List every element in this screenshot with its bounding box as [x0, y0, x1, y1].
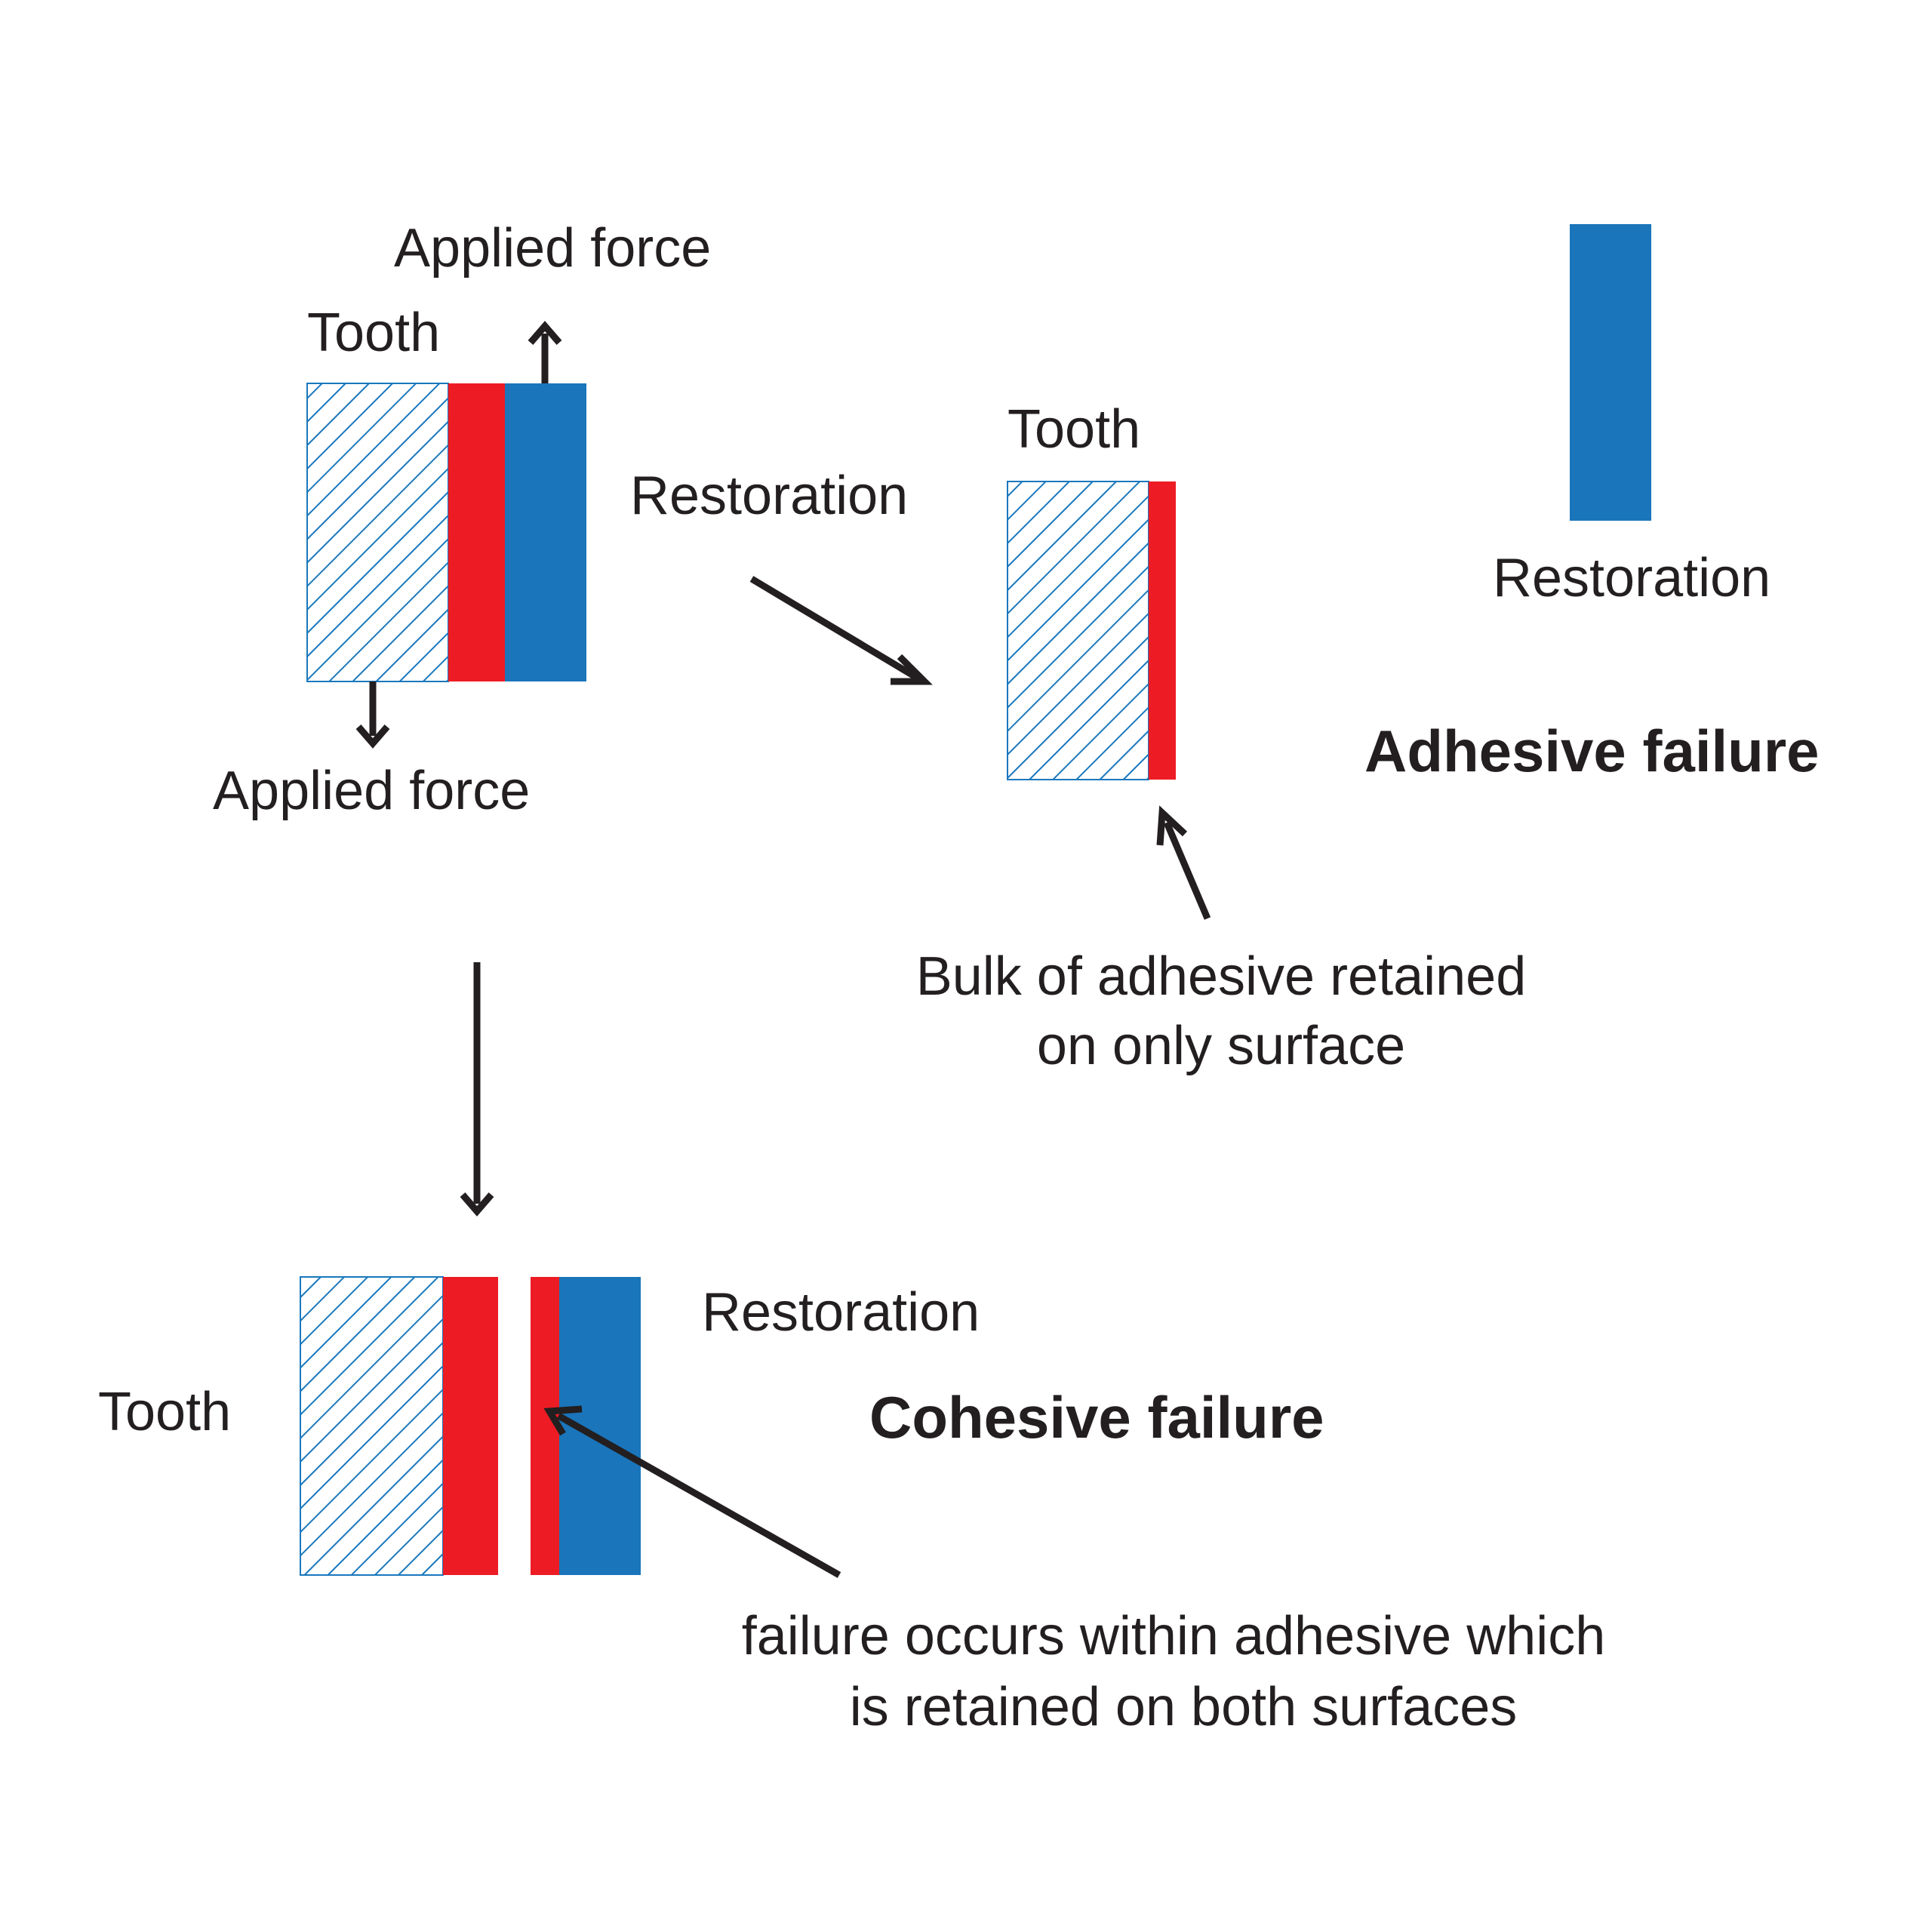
restoration-label: Restoration — [702, 1282, 980, 1343]
applied-force-up-arrow — [528, 321, 562, 383]
adhesive-note-line2: on only surface — [1037, 1016, 1405, 1076]
adhesive-layer — [1149, 481, 1176, 780]
cohesive-pointer-arrow — [543, 1405, 841, 1578]
adhesive-failure-panel: Restoration Tooth Restoration Adhesive f… — [630, 224, 1820, 1076]
cohesive-note-line2: is retained on both surfaces — [850, 1677, 1518, 1737]
tooth-label: Tooth — [307, 303, 440, 363]
adhesive-note-line1: Bulk of adhesive retained — [916, 946, 1527, 1007]
restoration-block — [505, 383, 586, 681]
to-cohesive-failure-arrow — [460, 962, 494, 1217]
tooth-block — [306, 383, 449, 682]
applied-force-down-arrow — [355, 681, 390, 749]
cohesive-failure-panel: Tooth Restoration Cohesive failure failu… — [98, 1276, 1606, 1737]
tooth-label: Tooth — [98, 1382, 231, 1442]
adhesive-layer-tooth-side — [443, 1277, 498, 1575]
tooth-block — [300, 1276, 444, 1576]
adhesive-failure-title: Adhesive failure — [1364, 718, 1820, 784]
cohesive-note-line1: failure occurs within adhesive which — [742, 1606, 1606, 1666]
adhesive-layer — [448, 383, 505, 681]
restoration-block — [1570, 224, 1651, 521]
tooth-label: Tooth — [1008, 399, 1140, 460]
initial-assembly: Applied force Tooth Applied force — [213, 218, 711, 821]
restoration-label-right: Restoration — [1493, 548, 1770, 608]
tooth-block — [1007, 481, 1149, 780]
applied-force-top-label: Applied force — [394, 218, 711, 278]
to-adhesive-failure-arrow — [749, 576, 933, 685]
restoration-label-left: Restoration — [630, 466, 908, 526]
adhesive-pointer-arrow — [1156, 805, 1211, 920]
applied-force-bottom-label: Applied force — [213, 761, 530, 821]
cohesive-failure-title: Cohesive failure — [869, 1384, 1324, 1451]
